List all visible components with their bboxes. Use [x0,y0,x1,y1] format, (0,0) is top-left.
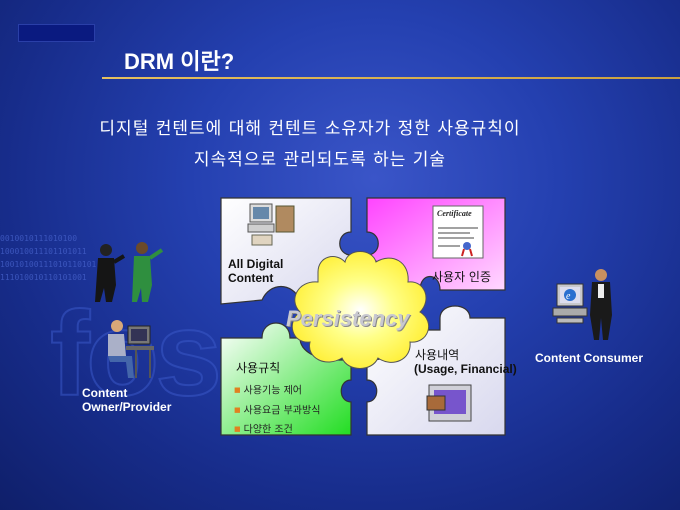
subtitle-line-2: 지속적으로 관리되도록 하는 기술 [193,150,447,170]
binary-row: 10010100111010110101 [0,260,97,269]
usage-subtitle: (Usage, Financial) [414,362,517,376]
certificate-icon [432,205,484,259]
consumer-label: Content Consumer [535,351,643,365]
document-icon [426,384,472,422]
provider-label-line-2: Owner/Provider [82,400,172,414]
content-label-line-1: All Digital [228,257,284,271]
logo-bar [18,24,95,42]
provider-person-icon [108,320,154,378]
title-rule [102,77,680,79]
provider-label: Content Owner/Provider [82,386,171,414]
usage-title: 사용내역 [415,348,460,362]
slide-title: DRM 이란? [124,49,235,74]
persistency-label: Persistency [286,306,410,331]
rules-list: 사용기능 제어 사용요금 부과방식 다양한 조건 [234,381,321,440]
rules-title: 사용규칙 [236,361,281,375]
musician-figures-icon [95,242,164,302]
auth-label: 사용자 인증 [432,270,492,284]
content-label: All Digital Content [228,257,283,285]
certificate-title: Certificate [437,209,472,218]
subtitle-line-1: 디지털 컨텐트에 대해 컨텐트 소유자가 정한 사용규칙이 [99,119,521,139]
rules-item: 사용기능 제어 [234,381,320,401]
content-label-line-2: Content [228,271,274,285]
binary-row: 100010011101101011 [0,247,87,256]
binary-row: 111010010110101001 [0,273,87,282]
binary-row: 0010010111010100 [0,234,78,243]
puzzle-piece-center [291,251,430,369]
binary-pattern: 0010010111010100 100010011101101011 1001… [0,232,300,284]
consumer-person-icon: e [552,269,612,340]
computer-icon [247,203,295,246]
rules-item: 다양한 조건 [234,420,320,440]
svg-text:e: e [566,291,571,302]
rules-item: 사용요금 부과방식 [234,401,321,421]
provider-label-line-1: Content [82,386,128,400]
